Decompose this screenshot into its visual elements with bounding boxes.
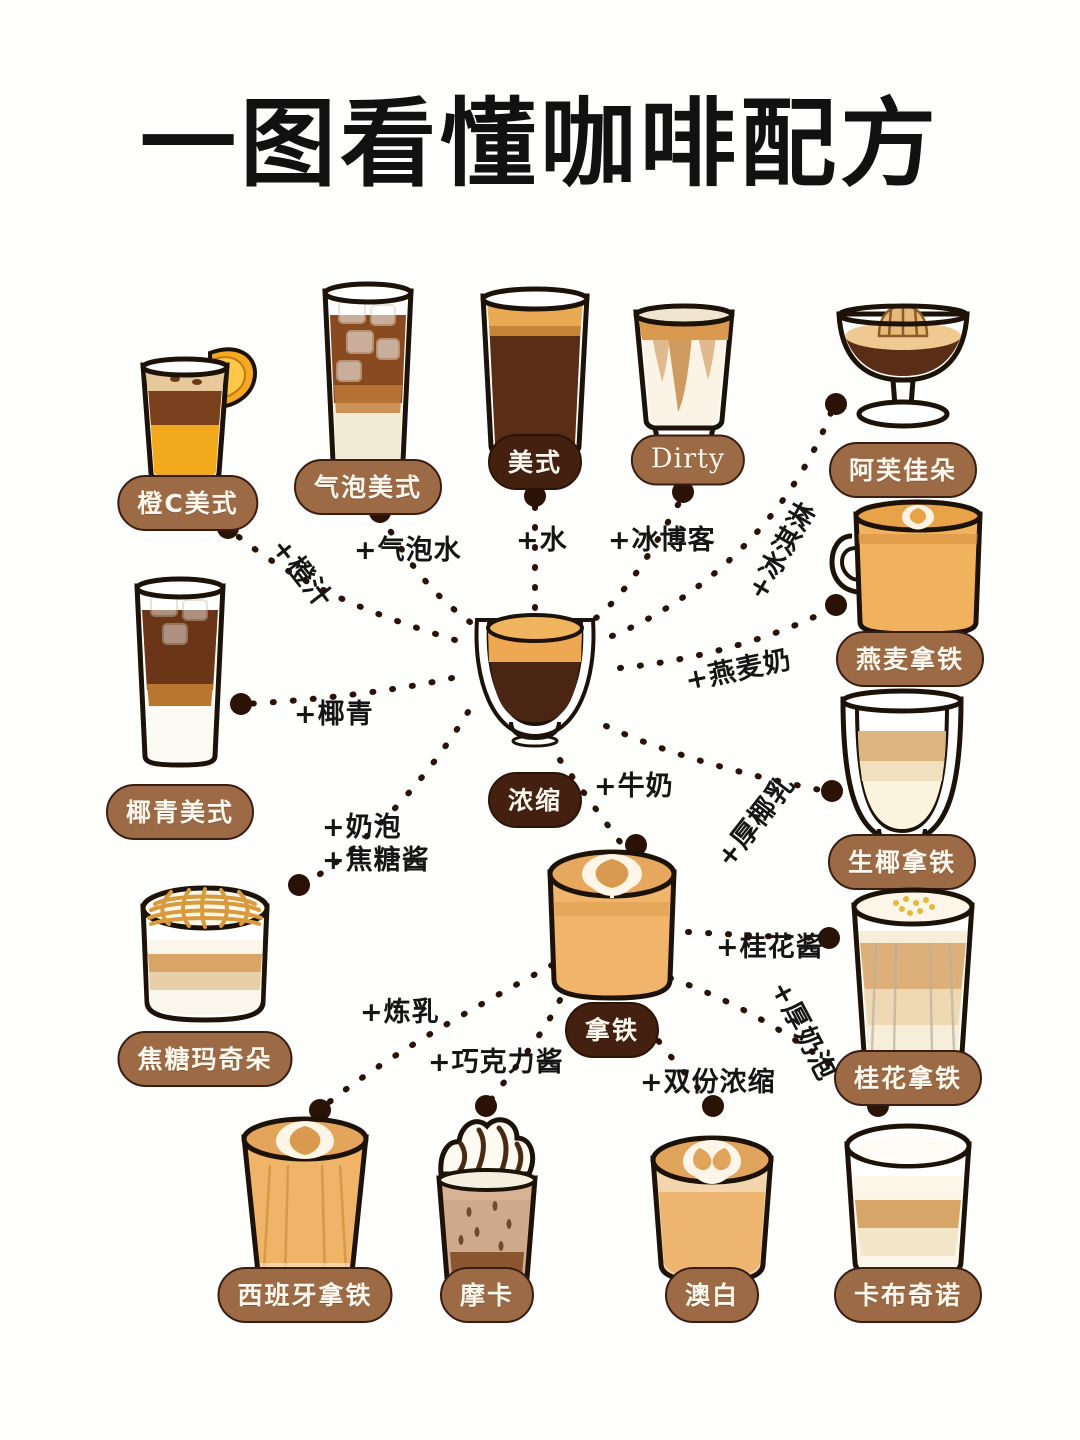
- drink-spanish-latte: [230, 1113, 380, 1293]
- drink-cappuccino: [833, 1120, 983, 1290]
- connector-label-ice-blogger: +冰博客: [608, 525, 716, 556]
- drink-sparkling-americano: [303, 275, 433, 475]
- drink-latte: [532, 840, 692, 1010]
- connector-label-foam: +奶泡: [322, 812, 402, 843]
- drink-affogato: [823, 296, 983, 436]
- badge-osmanthus-latte[interactable]: 桂花拿铁: [833, 1050, 983, 1106]
- badge-mocha[interactable]: 摩卡: [439, 1267, 535, 1323]
- connector-label-orange-juice: +橙汁: [264, 532, 339, 615]
- connector-label-foam-caramel: +奶泡 +焦糖酱: [322, 812, 430, 878]
- badge-raw-coconut-latte[interactable]: 生椰拿铁: [827, 834, 977, 890]
- badge-americano[interactable]: 美式: [487, 434, 583, 490]
- badge-orange-c-americano[interactable]: 橙C美式: [117, 475, 259, 531]
- badge-flat-white[interactable]: 澳白: [664, 1267, 760, 1323]
- drink-raw-coconut-latte: [827, 685, 977, 865]
- connector-label-milk: +牛奶: [594, 771, 674, 802]
- drink-orange-c-americano: [115, 325, 265, 485]
- badge-oat-latte[interactable]: 燕麦拿铁: [835, 631, 985, 687]
- drink-caramel-macchiato: [125, 880, 285, 1030]
- drink-espresso: [455, 600, 615, 760]
- drink-coconut-americano: [115, 572, 245, 772]
- page-title: 一图看懂咖啡配方: [140, 87, 940, 200]
- connector-label-thick-coconut: +厚椰乳: [710, 769, 802, 874]
- connector-label-oat-milk: +燕麦奶: [682, 644, 795, 697]
- connector-label-double-shot: +双份浓缩: [640, 1067, 776, 1098]
- badge-cappuccino[interactable]: 卡布奇诺: [833, 1267, 983, 1323]
- connector-label-caramel-sauce: +焦糖酱: [322, 844, 430, 876]
- badge-spanish-latte[interactable]: 西班牙拿铁: [217, 1267, 393, 1323]
- connector-label-thick-foam: +厚奶泡: [764, 976, 843, 1086]
- badge-coconut-americano[interactable]: 椰青美式: [105, 784, 255, 840]
- connector-label-ice-cream: +冰淇淋: [742, 496, 823, 606]
- badge-latte[interactable]: 拿铁: [564, 1002, 660, 1058]
- connector-label-condensed-milk: +炼乳: [360, 997, 440, 1028]
- badge-sparkling-americano[interactable]: 气泡美式: [293, 459, 443, 515]
- badge-espresso[interactable]: 浓缩: [487, 772, 583, 828]
- connector-label-osmanthus-sauce: +桂花酱: [716, 932, 824, 963]
- badge-caramel-macchiato[interactable]: 焦糖玛奇朵: [117, 1031, 293, 1087]
- drink-osmanthus-latte: [838, 885, 988, 1075]
- connector-label-coconut-water: +椰青: [294, 699, 374, 730]
- badge-dirty[interactable]: Dirty: [630, 434, 746, 486]
- connector-label-sparkling-water: +气泡水: [354, 535, 462, 566]
- badge-affogato[interactable]: 阿芙佳朵: [828, 442, 978, 498]
- connector-label-water: +水: [516, 525, 568, 556]
- drink-oat-latte: [829, 499, 1000, 640]
- drink-flat-white: [637, 1130, 787, 1290]
- drink-americano: [465, 282, 605, 462]
- connector-label-chocolate-sauce: +巧克力酱: [428, 1047, 564, 1078]
- drink-dirty: [622, 300, 746, 450]
